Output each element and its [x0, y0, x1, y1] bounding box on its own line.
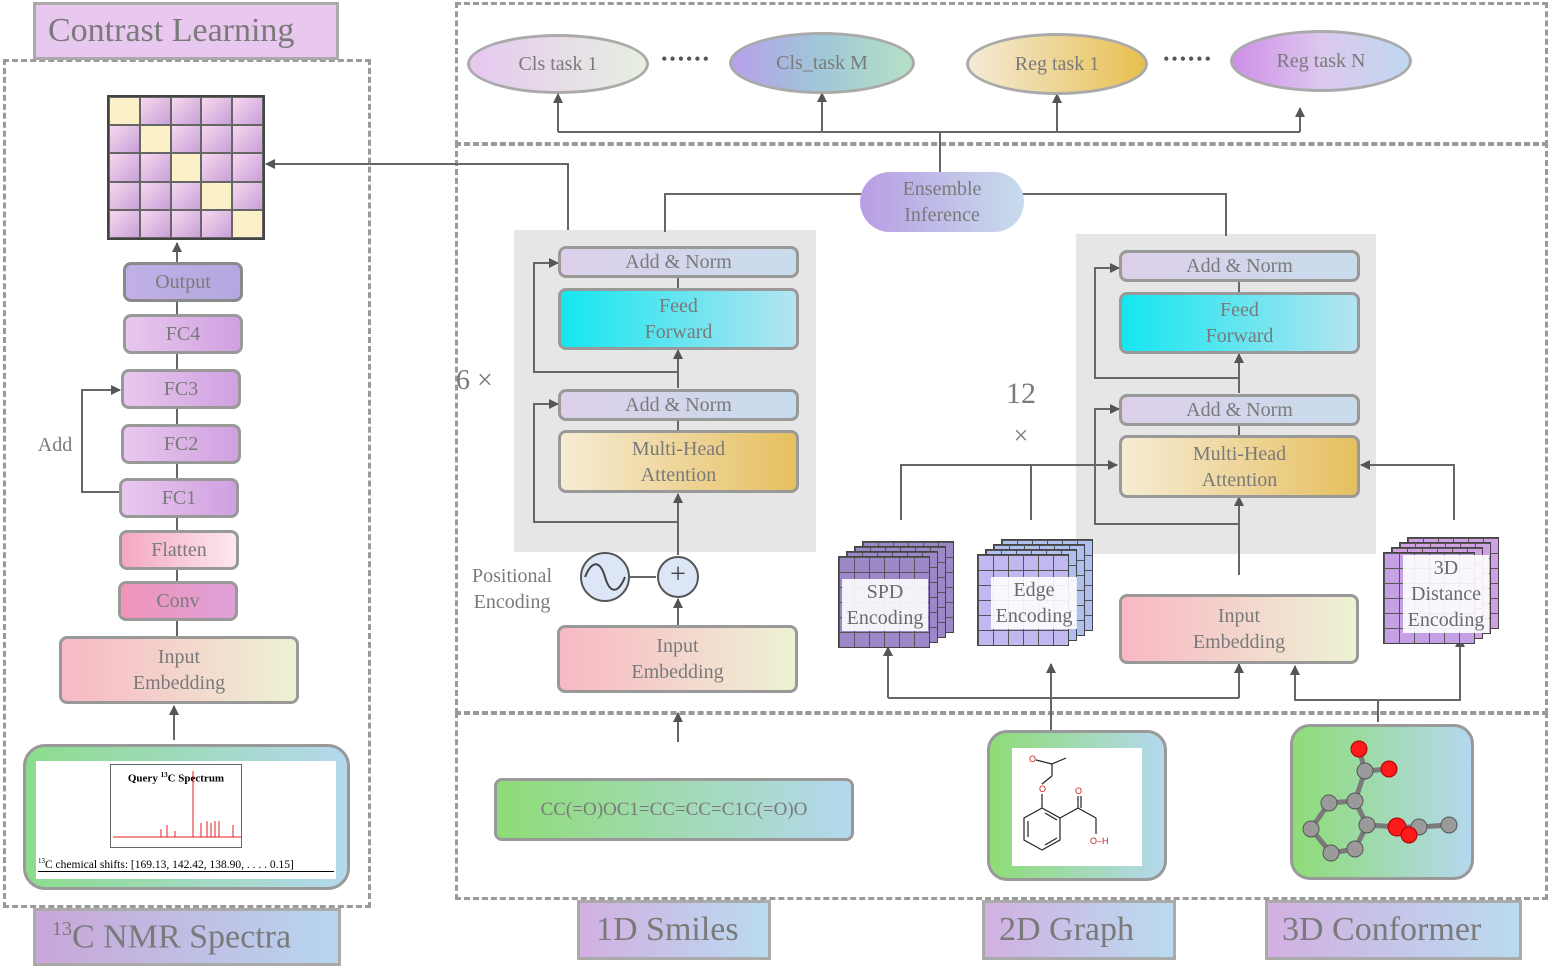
mol-o-label-2: O: [1039, 784, 1046, 794]
flatten-layer: Flatten: [119, 530, 239, 570]
spectrum-panel: Query 13C Spectrum 13C c: [23, 744, 350, 890]
output-layer: Output: [123, 262, 243, 302]
graph-repeat-x: ×: [1013, 421, 1029, 450]
smiles-string-box: CC(=O)OC1=CC=CC=C1C(=O)O: [494, 778, 854, 841]
graph-input-embedding: Input Embedding: [1119, 594, 1359, 664]
contrast-learning-label: Contrast Learning: [33, 2, 339, 60]
fc3-layer: FC3: [121, 369, 241, 409]
conv-layer: Conv: [118, 581, 238, 621]
reg-dots: ••••••: [1163, 49, 1213, 69]
cls-task-1: Cls task 1: [467, 34, 649, 94]
graph-feed-forward: Feed Forward: [1119, 292, 1360, 354]
spectrum-plot: Query 13C Spectrum: [110, 764, 242, 848]
smiles-input-embedding: Input Embedding: [557, 625, 798, 693]
conformer-label: 3D Conformer: [1265, 900, 1522, 960]
mol-oh-label: O–H: [1090, 836, 1109, 846]
mol-o-label-3: O: [1075, 786, 1082, 796]
smiles-label: 1D Smiles: [577, 900, 771, 960]
reg-task-n: Reg task N: [1230, 30, 1412, 92]
spectrum-title: Query 13C Spectrum: [127, 771, 225, 785]
molecule-3d-drawing: [1302, 740, 1458, 862]
plus-sign: +: [670, 559, 686, 590]
spectrum-peaks: [113, 771, 241, 838]
cls-task-m: Cls_task M: [729, 32, 915, 94]
graph-label: 2D Graph: [982, 900, 1176, 960]
spd-encoding-label: SPD Encoding: [842, 579, 928, 631]
graph-multi-head-attention: Multi-Head Attention: [1119, 435, 1360, 498]
fc4-layer: FC4: [123, 314, 243, 354]
fc1-layer: FC1: [119, 478, 239, 518]
positional-encoding-label: Positional Encoding: [471, 565, 552, 613]
reg-task-1: Reg task 1: [966, 33, 1148, 95]
add-label: Add: [37, 434, 73, 456]
left-input-embedding: Input Embedding: [59, 636, 299, 704]
graph-add-norm-bottom: Add & Norm: [1119, 394, 1360, 426]
graph-add-norm-top: Add & Norm: [1119, 250, 1360, 282]
ensemble-inference: Ensemble Inference: [860, 172, 1024, 232]
spectrum-figure: Query 13C Spectrum 13C c: [36, 761, 336, 879]
nmr-spectra-label: 13C NMR Spectra: [33, 908, 341, 966]
smiles-repeat: 6 ×: [456, 365, 493, 396]
conformer-3d-panel: [1290, 724, 1474, 880]
spd-encoding: SPD Encoding: [838, 541, 964, 648]
graph-2d-panel: O O O O–H: [987, 730, 1167, 881]
cls-dots: ••••••: [661, 49, 711, 69]
smiles-add-norm-top: Add & Norm: [558, 246, 799, 278]
fc2-layer: FC2: [121, 424, 241, 464]
contrast-matrix: [107, 95, 265, 240]
smiles-multi-head-attention: Multi-Head Attention: [558, 430, 799, 493]
molecule-2d-drawing: O O O O–H: [1012, 748, 1142, 866]
smiles-feed-forward: Feed Forward: [558, 288, 799, 350]
smiles-add-norm-bottom: Add & Norm: [558, 389, 799, 421]
edge-encoding-label: Edge Encoding: [991, 577, 1077, 629]
mol-o-label-1: O: [1029, 754, 1036, 764]
distance-encoding: 3D Distance Encoding: [1383, 537, 1509, 644]
spectrum-shifts: 13C chemical shifts: [169.13, 142.42, 13…: [38, 857, 334, 872]
graph-repeat-number: 12: [1006, 377, 1036, 410]
edge-encoding: Edge Encoding: [977, 539, 1103, 646]
distance-encoding-label: 3D Distance Encoding: [1403, 555, 1489, 633]
input-region-frame: [455, 712, 1548, 900]
left-region-frame: [3, 59, 371, 908]
